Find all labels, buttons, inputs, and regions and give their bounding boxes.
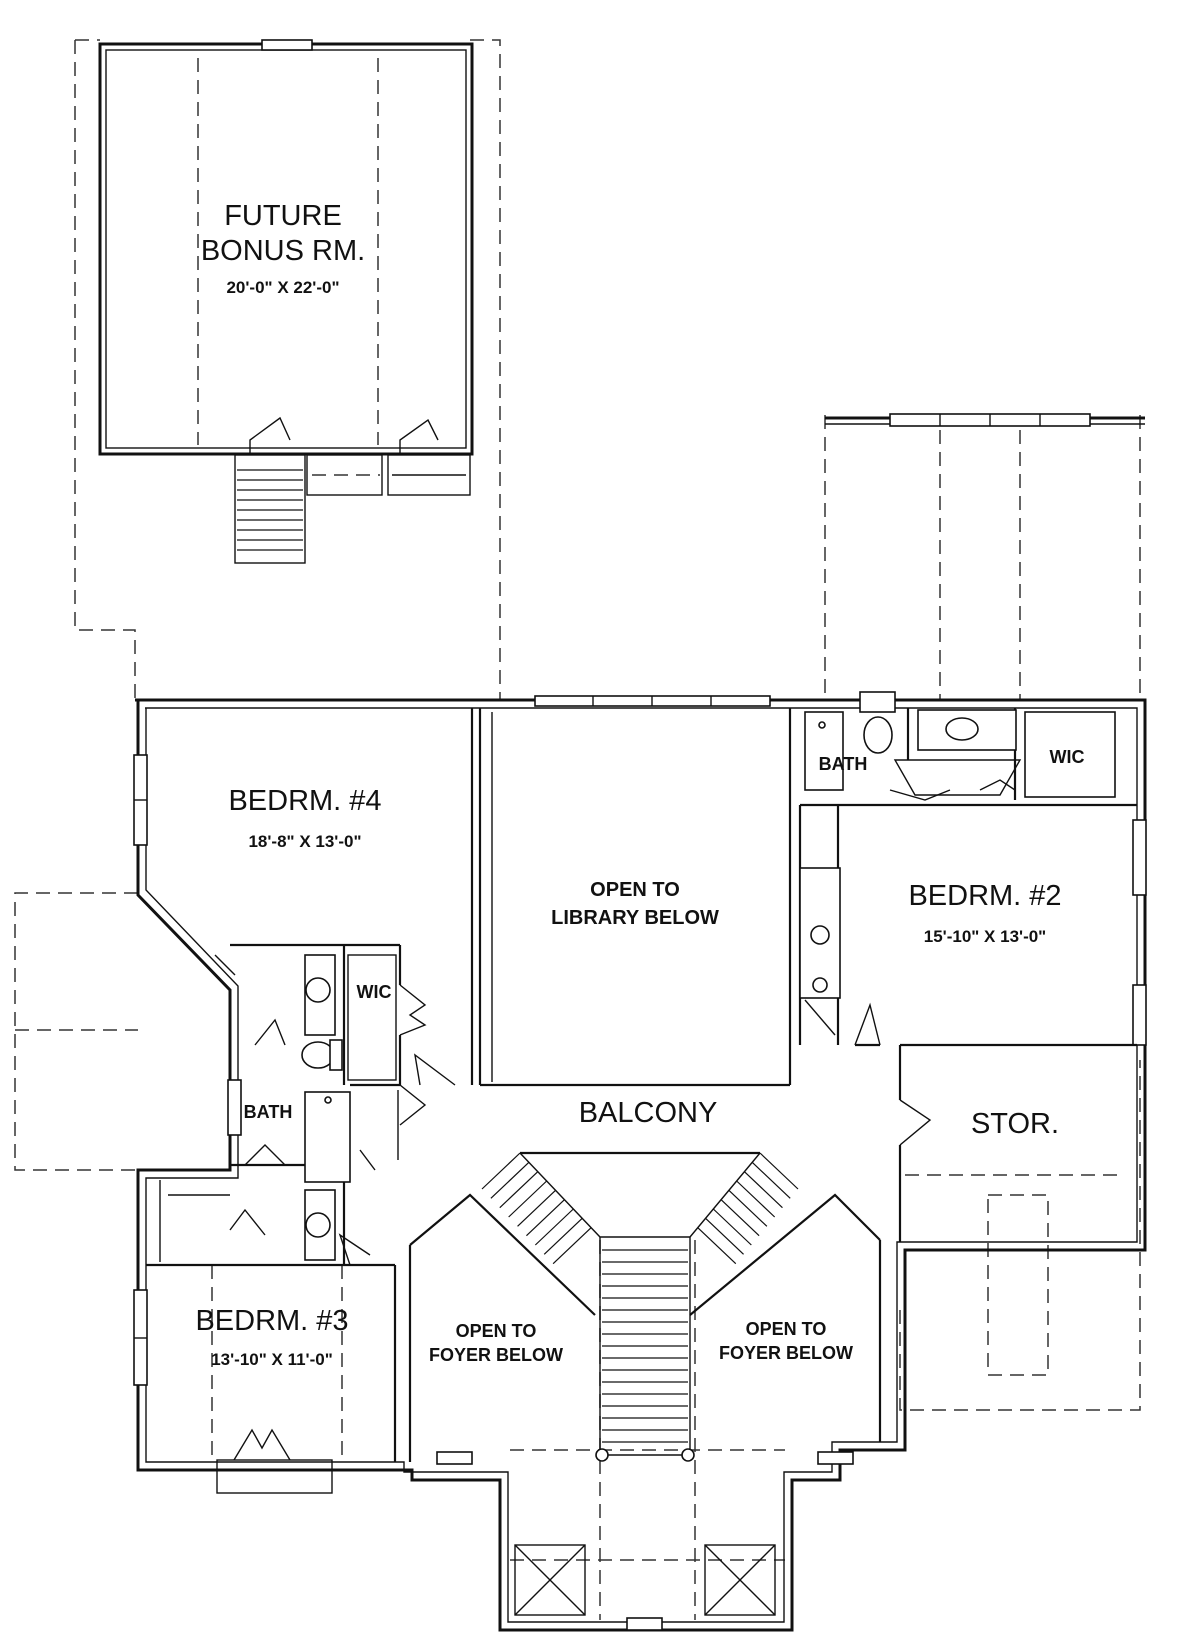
stair-tread [720,1199,760,1237]
storage-label: STOR. [971,1108,1059,1140]
bonus-room-dimensions: 20'-0" X 22'-0" [226,278,339,297]
stair-tread [728,1189,768,1227]
bonus-room-label-line2: BONUS RM. [201,235,365,267]
balcony-label: BALCONY [579,1097,718,1129]
bedroom-3-dimensions: 13'-10" X 11'-0" [211,1350,333,1369]
stair-tread [534,1208,574,1246]
stair-tread [712,1208,752,1246]
bonus-room-label-line1: FUTURE [224,200,342,232]
stair-tread [697,1227,737,1265]
dashed-outlines [14,39,1141,1620]
bath-right-label: BATH [819,754,868,774]
wic-right-label: WIC [1050,747,1085,767]
stair-tread [526,1199,565,1237]
stair-tread [508,1180,548,1218]
right-wing-top [825,413,1145,427]
bedroom-3-label: BEDRM. #3 [195,1305,348,1337]
stair-tread [759,1152,799,1190]
doors [229,779,1016,1266]
bonus-room [98,39,474,496]
bedroom-2-dimensions: 15'-10" X 13'-0" [924,927,1047,946]
stair-tread [744,1171,783,1209]
stair-tread [543,1217,583,1255]
interior-walls [146,708,1137,1462]
bedroom-4-label: BEDRM. #4 [228,785,381,817]
foyer-right-label-line2: FOYER BELOW [719,1343,853,1363]
stair-tread [552,1227,592,1265]
stair-tread [481,1152,521,1190]
foyer-right-label-line1: OPEN TO [746,1319,827,1339]
foyer-left-label-line2: FOYER BELOW [429,1345,563,1365]
bath-left-label: BATH [244,1102,293,1122]
stair-tread [736,1180,776,1218]
fixtures [214,691,1116,1261]
exterior-wall [133,695,1147,1632]
stair-tread [490,1161,530,1199]
bonus-stair [234,454,306,564]
stair-tread [705,1217,744,1255]
main-stair [481,1151,799,1462]
bedroom-4-dimensions: 18'-8" X 13'-0" [248,832,361,851]
stair-tread [499,1171,539,1209]
bedroom-2-label: BEDRM. #2 [908,880,1061,912]
foyer-left-label-line1: OPEN TO [456,1321,537,1341]
stair-tread [517,1189,556,1227]
library-label-line1: OPEN TO [590,879,680,901]
room-labels: FUTURE BONUS RM. 20'-0" X 22'-0" BEDRM. … [195,200,1084,1369]
wic-left-label: WIC [357,982,392,1002]
library-label-line2: LIBRARY BELOW [551,907,719,929]
porch-columns [514,1544,776,1616]
stair-tread [751,1161,791,1199]
